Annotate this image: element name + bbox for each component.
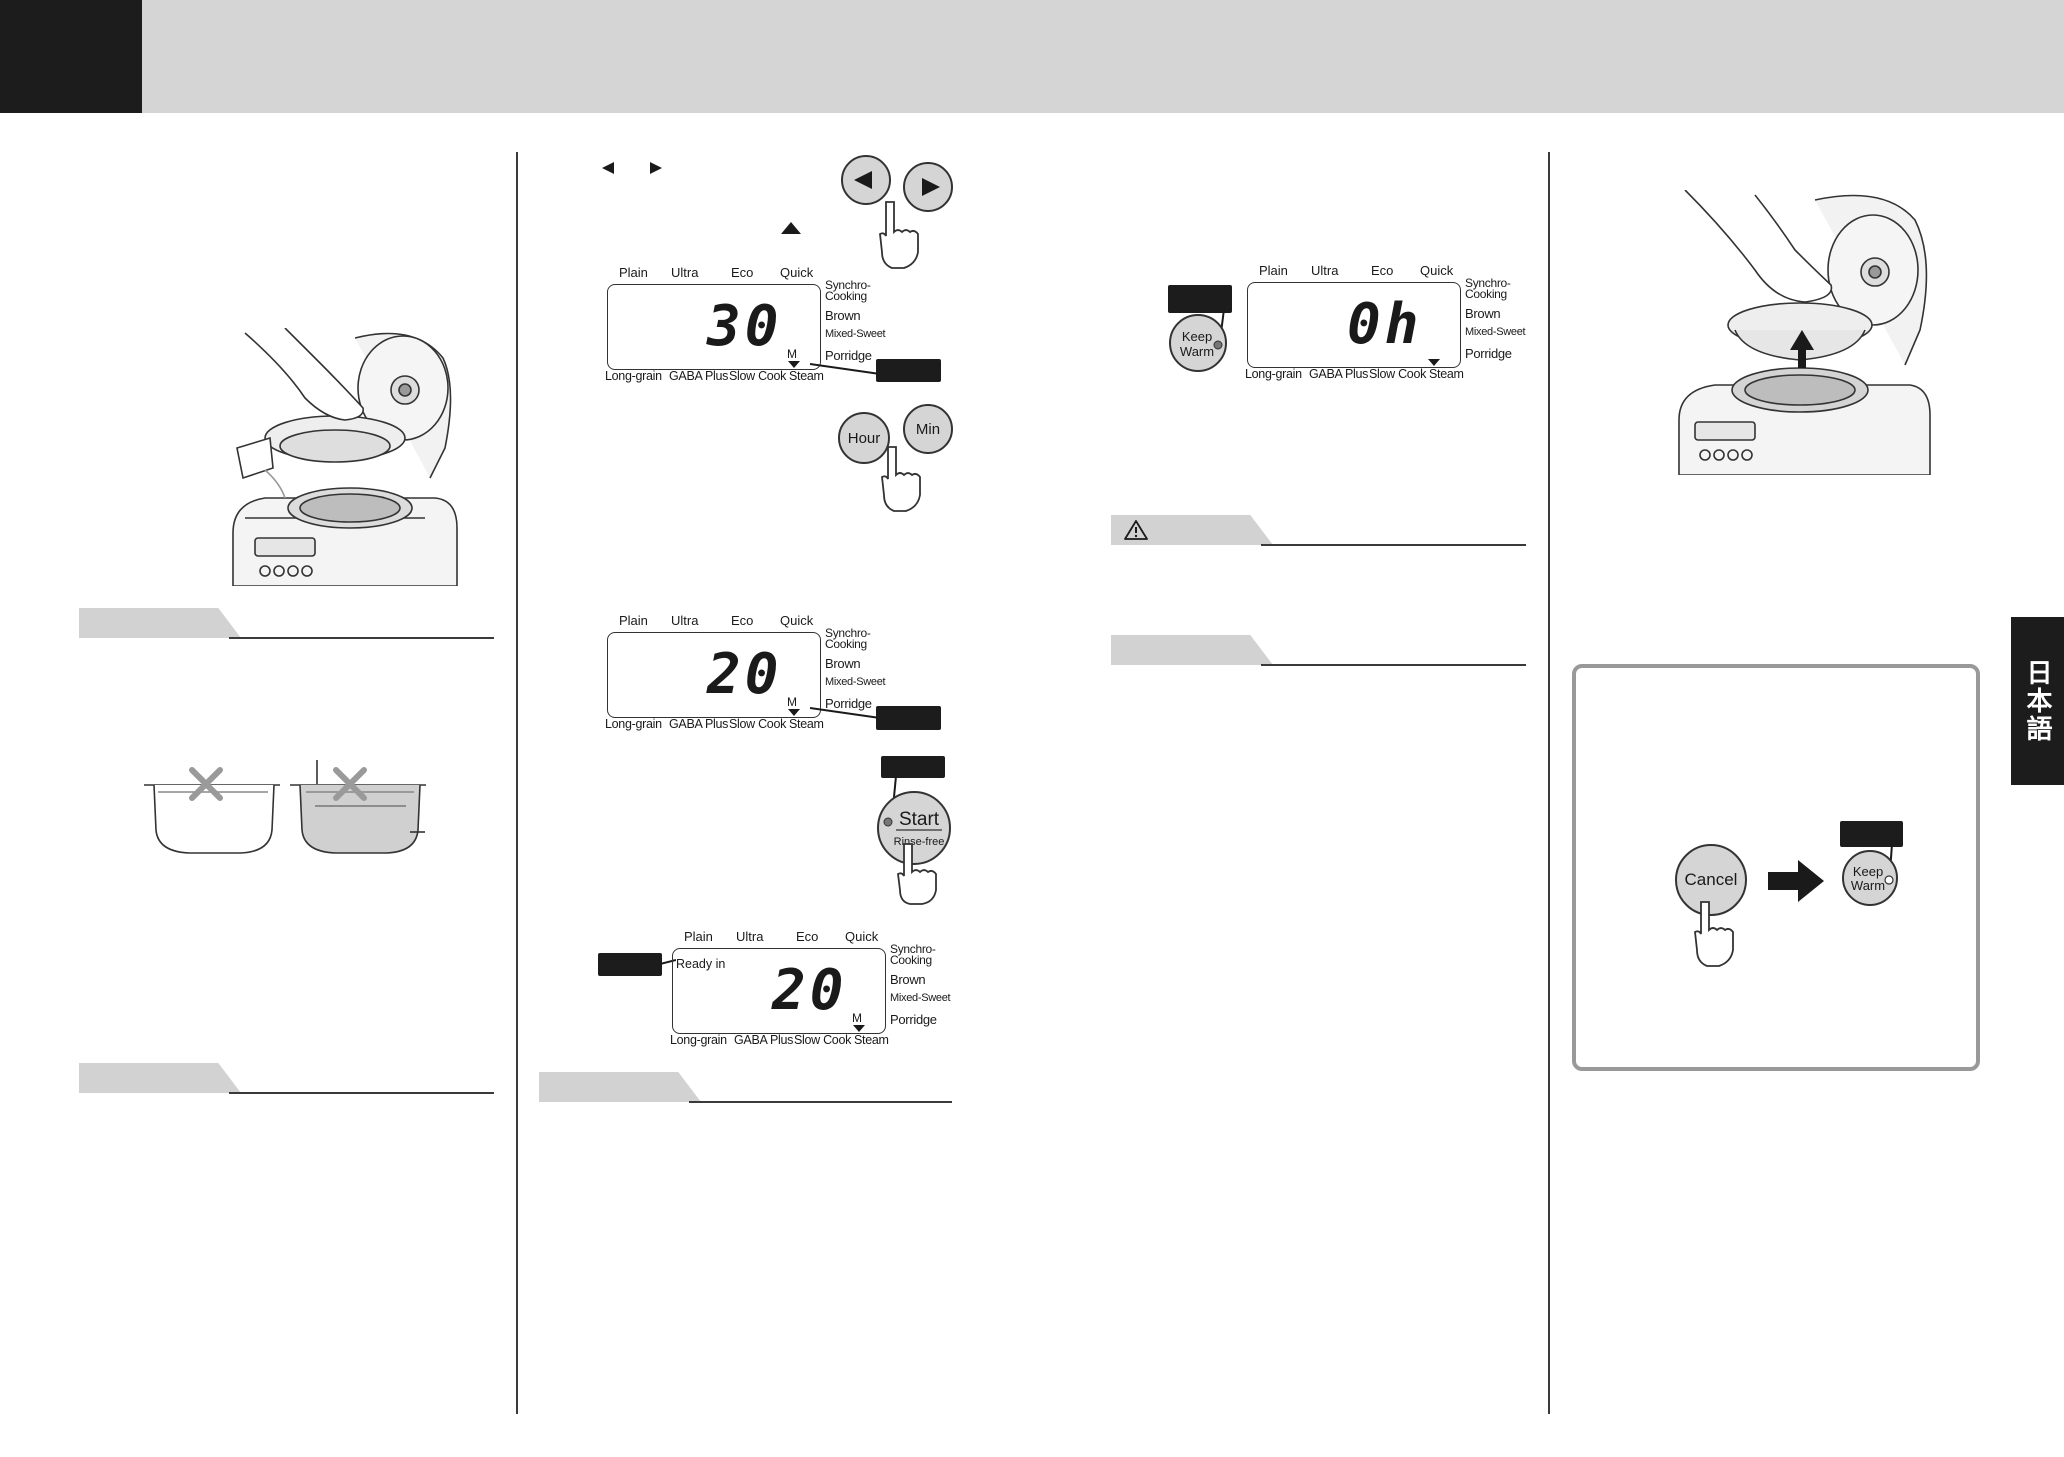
lcd-digits: 0h xyxy=(1347,292,1423,357)
keep-warm-button xyxy=(1169,314,1227,372)
lcd-label-ultra: Ultra xyxy=(671,265,699,280)
arrow-glyphs xyxy=(602,162,662,174)
column-divider xyxy=(516,152,518,1414)
cross-mark-icon xyxy=(189,767,367,801)
lcd-label-plain: Plain xyxy=(619,265,648,280)
warning-tab xyxy=(1111,515,1526,547)
pointing-hand-icon xyxy=(881,446,921,512)
min-button[interactable]: Min xyxy=(903,404,953,454)
keep-warm-button-illustration: Keep Warm xyxy=(1169,308,1227,372)
section-tab xyxy=(79,608,494,640)
header-page-block xyxy=(0,0,142,113)
left-right-buttons-illustration xyxy=(841,155,953,269)
start-button xyxy=(877,791,951,865)
left-arrow-icon xyxy=(602,162,614,174)
svg-text:Warm: Warm xyxy=(1851,878,1885,893)
rinse-free-label: Rinse-free xyxy=(894,836,945,848)
keep-warm-button-illustration: Keep Warm xyxy=(1842,843,1898,906)
lcd-label-quick: Quick xyxy=(780,265,814,280)
svg-text:Keep: Keep xyxy=(1853,864,1883,879)
right-arrow-icon xyxy=(650,162,662,174)
leader-line xyxy=(810,707,881,719)
header-band xyxy=(0,0,2064,113)
svg-text:Keep: Keep xyxy=(1182,329,1212,344)
lcd-display-3: Plain Ultra Eco Quick Ready in 20 M Sync… xyxy=(670,929,951,1047)
lcd-unit: M xyxy=(787,347,797,361)
pointing-hand-icon xyxy=(1694,901,1734,967)
pointing-hand-icon xyxy=(897,843,937,905)
section-tab xyxy=(79,1063,494,1095)
lcd-indicator xyxy=(1428,359,1440,366)
rice-cooker-pouring-illustration xyxy=(232,328,458,586)
label-callout xyxy=(876,359,941,382)
column-divider xyxy=(1548,152,1550,1414)
lcd-label-eco: Eco xyxy=(731,265,754,280)
hour-button[interactable]: Hour xyxy=(838,412,890,464)
start-button-illustration: Start Rinse-free xyxy=(877,775,951,905)
label-callout xyxy=(1168,285,1232,313)
ready-in-label: Ready in xyxy=(676,957,726,971)
label-callout xyxy=(1840,821,1903,847)
label-callout xyxy=(876,706,941,730)
section-tab xyxy=(539,1072,952,1104)
lcd-digits: 20 xyxy=(707,642,783,707)
lcd-display-2: Plain Ultra Eco Quick 20 M Synchro- Cook… xyxy=(605,613,886,731)
section-tab xyxy=(1111,635,1526,667)
up-triangle-icon xyxy=(781,222,801,234)
lcd-display-4: Plain Ultra Eco Quick 0h Synchro- Cookin… xyxy=(1245,263,1526,381)
incorrect-pot-placement-illustration xyxy=(144,760,426,854)
lcd-display-1: Plain Ultra Eco Quick 30 M Synchro- Cook… xyxy=(605,265,886,383)
warning-icon xyxy=(1124,520,1148,540)
leader-line xyxy=(660,959,676,965)
lcd-digits: 20 xyxy=(772,958,848,1023)
svg-text:Warm: Warm xyxy=(1180,344,1214,359)
leader-line xyxy=(810,363,881,375)
up-arrow-icon xyxy=(1790,330,1814,368)
arrow-right-icon xyxy=(1768,860,1824,902)
start-label: Start xyxy=(899,809,940,830)
cancel-button[interactable]: Cancel xyxy=(1675,844,1747,916)
lcd-digits: 30 xyxy=(707,294,783,359)
lcd-indicator xyxy=(788,709,800,716)
keep-warm-button xyxy=(1842,850,1898,906)
pointing-hand-icon xyxy=(879,201,919,269)
label-callout xyxy=(598,953,662,976)
lcd-indicator xyxy=(788,361,800,368)
rice-cooker-removing-basket-illustration xyxy=(1678,190,1931,475)
label-callout xyxy=(881,756,945,778)
language-tab-japanese[interactable]: 日本語 xyxy=(2011,617,2064,785)
lcd-indicator xyxy=(853,1025,865,1032)
note-box xyxy=(1572,664,1980,1071)
